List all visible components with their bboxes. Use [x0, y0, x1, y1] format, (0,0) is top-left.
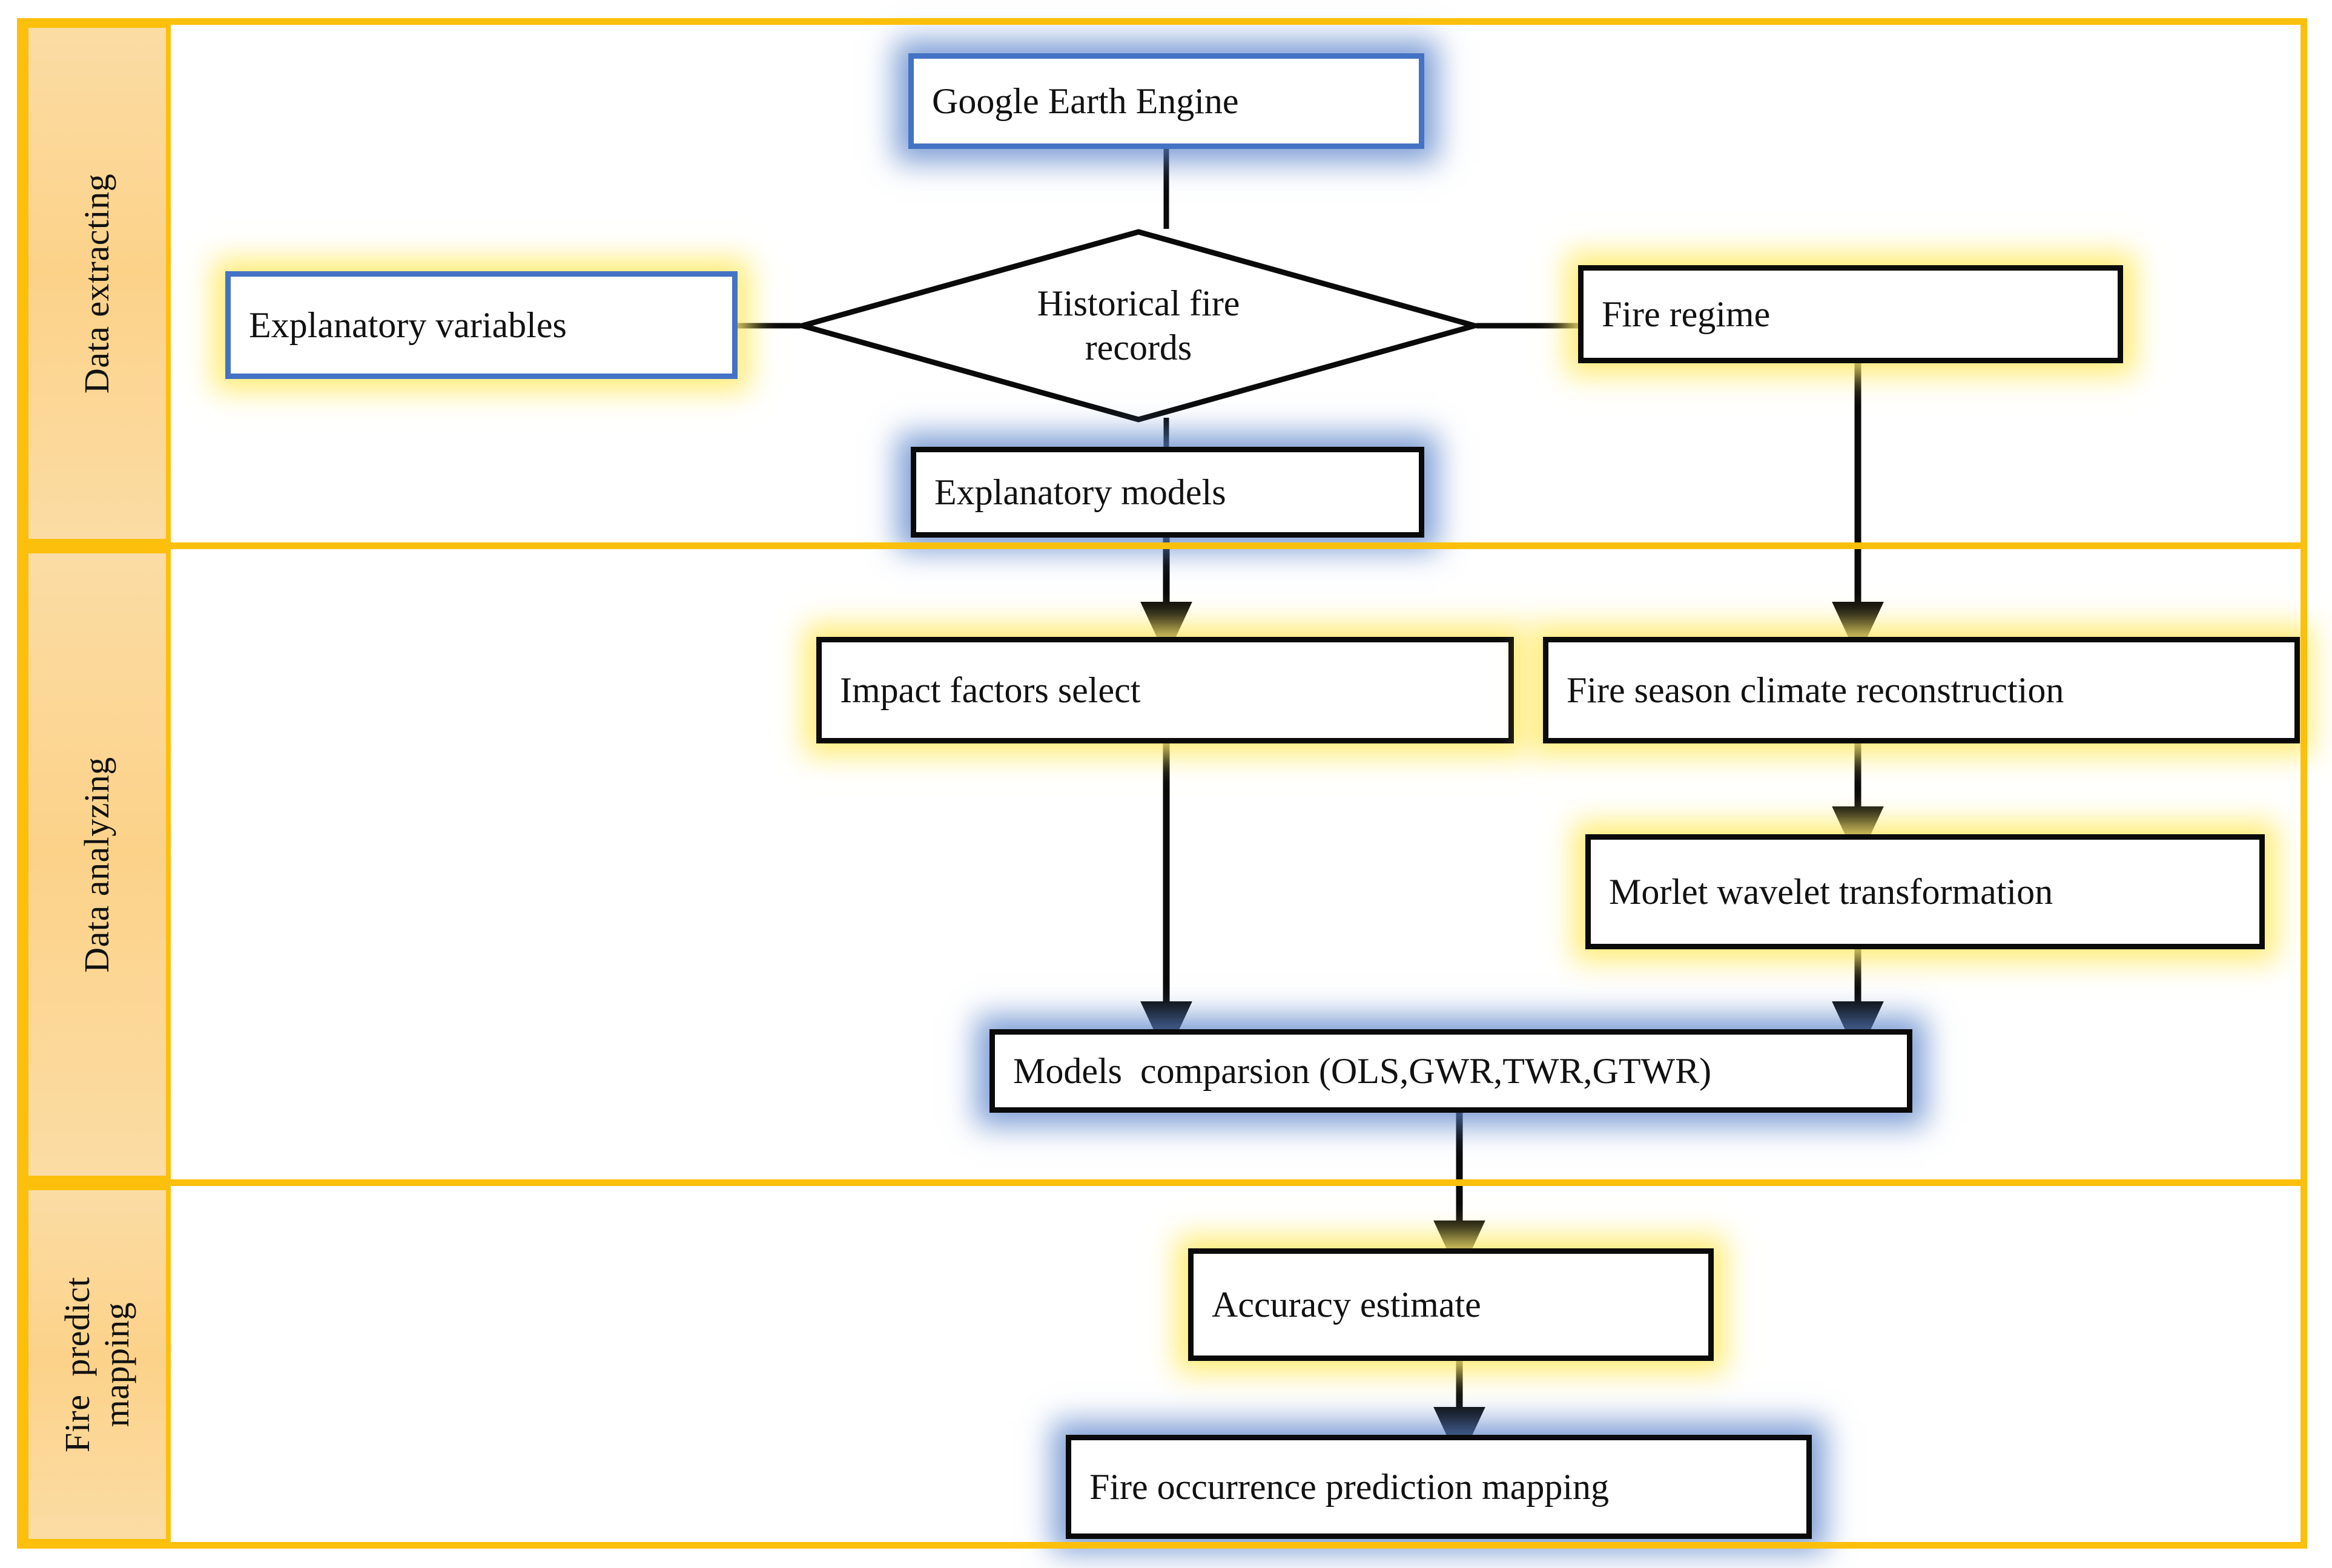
node-label: Google Earth Engine — [932, 81, 1239, 121]
node-label: Impact factors select — [840, 670, 1141, 710]
node-google-earth-engine[interactable]: Google Earth Engine — [908, 53, 1424, 149]
node-impact-factors-select[interactable]: Impact factors select — [816, 637, 1514, 743]
node-historical-fire-records[interactable]: Historical fire records — [792, 229, 1485, 423]
section-divider-1 — [17, 542, 2307, 549]
node-fire-occurrence-prediction-mapping[interactable]: Fire occurrence prediction mapping — [1066, 1435, 1812, 1539]
stage-cell-data-analyzing[interactable]: Data analyzing — [24, 548, 171, 1181]
section-divider-2 — [17, 1179, 2307, 1186]
node-label: Explanatory models — [934, 472, 1226, 512]
diagram-frame — [17, 18, 2307, 1549]
node-fire-season-climate-reconstruction[interactable]: Fire season climate reconstruction — [1543, 637, 2300, 743]
node-label: Models comparsion (OLS,GWR,TWR,GTWR) — [1013, 1051, 1712, 1091]
node-label: Fire regime — [1602, 294, 1771, 334]
node-label: Morlet wavelet transformation — [1609, 872, 2053, 912]
node-label: Accuracy estimate — [1212, 1285, 1481, 1325]
node-explanatory-models[interactable]: Explanatory models — [911, 447, 1424, 538]
node-label: Fire occurrence prediction mapping — [1089, 1467, 1609, 1507]
stage-label: Data extracting — [77, 173, 117, 394]
stage-cell-fire-predict-mapping[interactable]: Fire predict mapping — [24, 1185, 171, 1544]
stage-label: Data analyzing — [77, 756, 117, 973]
node-morlet-wavelet-transformation[interactable]: Morlet wavelet transformation — [1585, 834, 2265, 949]
stage-cell-data-extracting[interactable]: Data extracting — [24, 23, 171, 544]
node-explanatory-variables[interactable]: Explanatory variables — [225, 271, 738, 379]
node-label: Fire season climate reconstruction — [1567, 670, 2064, 710]
node-accuracy-estimate[interactable]: Accuracy estimate — [1188, 1248, 1714, 1361]
diamond-shape — [792, 229, 1485, 423]
node-label: Explanatory variables — [249, 305, 567, 345]
node-label: Historical fire records — [1037, 283, 1240, 367]
node-fire-regime[interactable]: Fire regime — [1578, 265, 2123, 363]
stage-label: Fire predict mapping — [57, 1277, 136, 1452]
node-models-comparsion[interactable]: Models comparsion (OLS,GWR,TWR,GTWR) — [989, 1029, 1912, 1113]
